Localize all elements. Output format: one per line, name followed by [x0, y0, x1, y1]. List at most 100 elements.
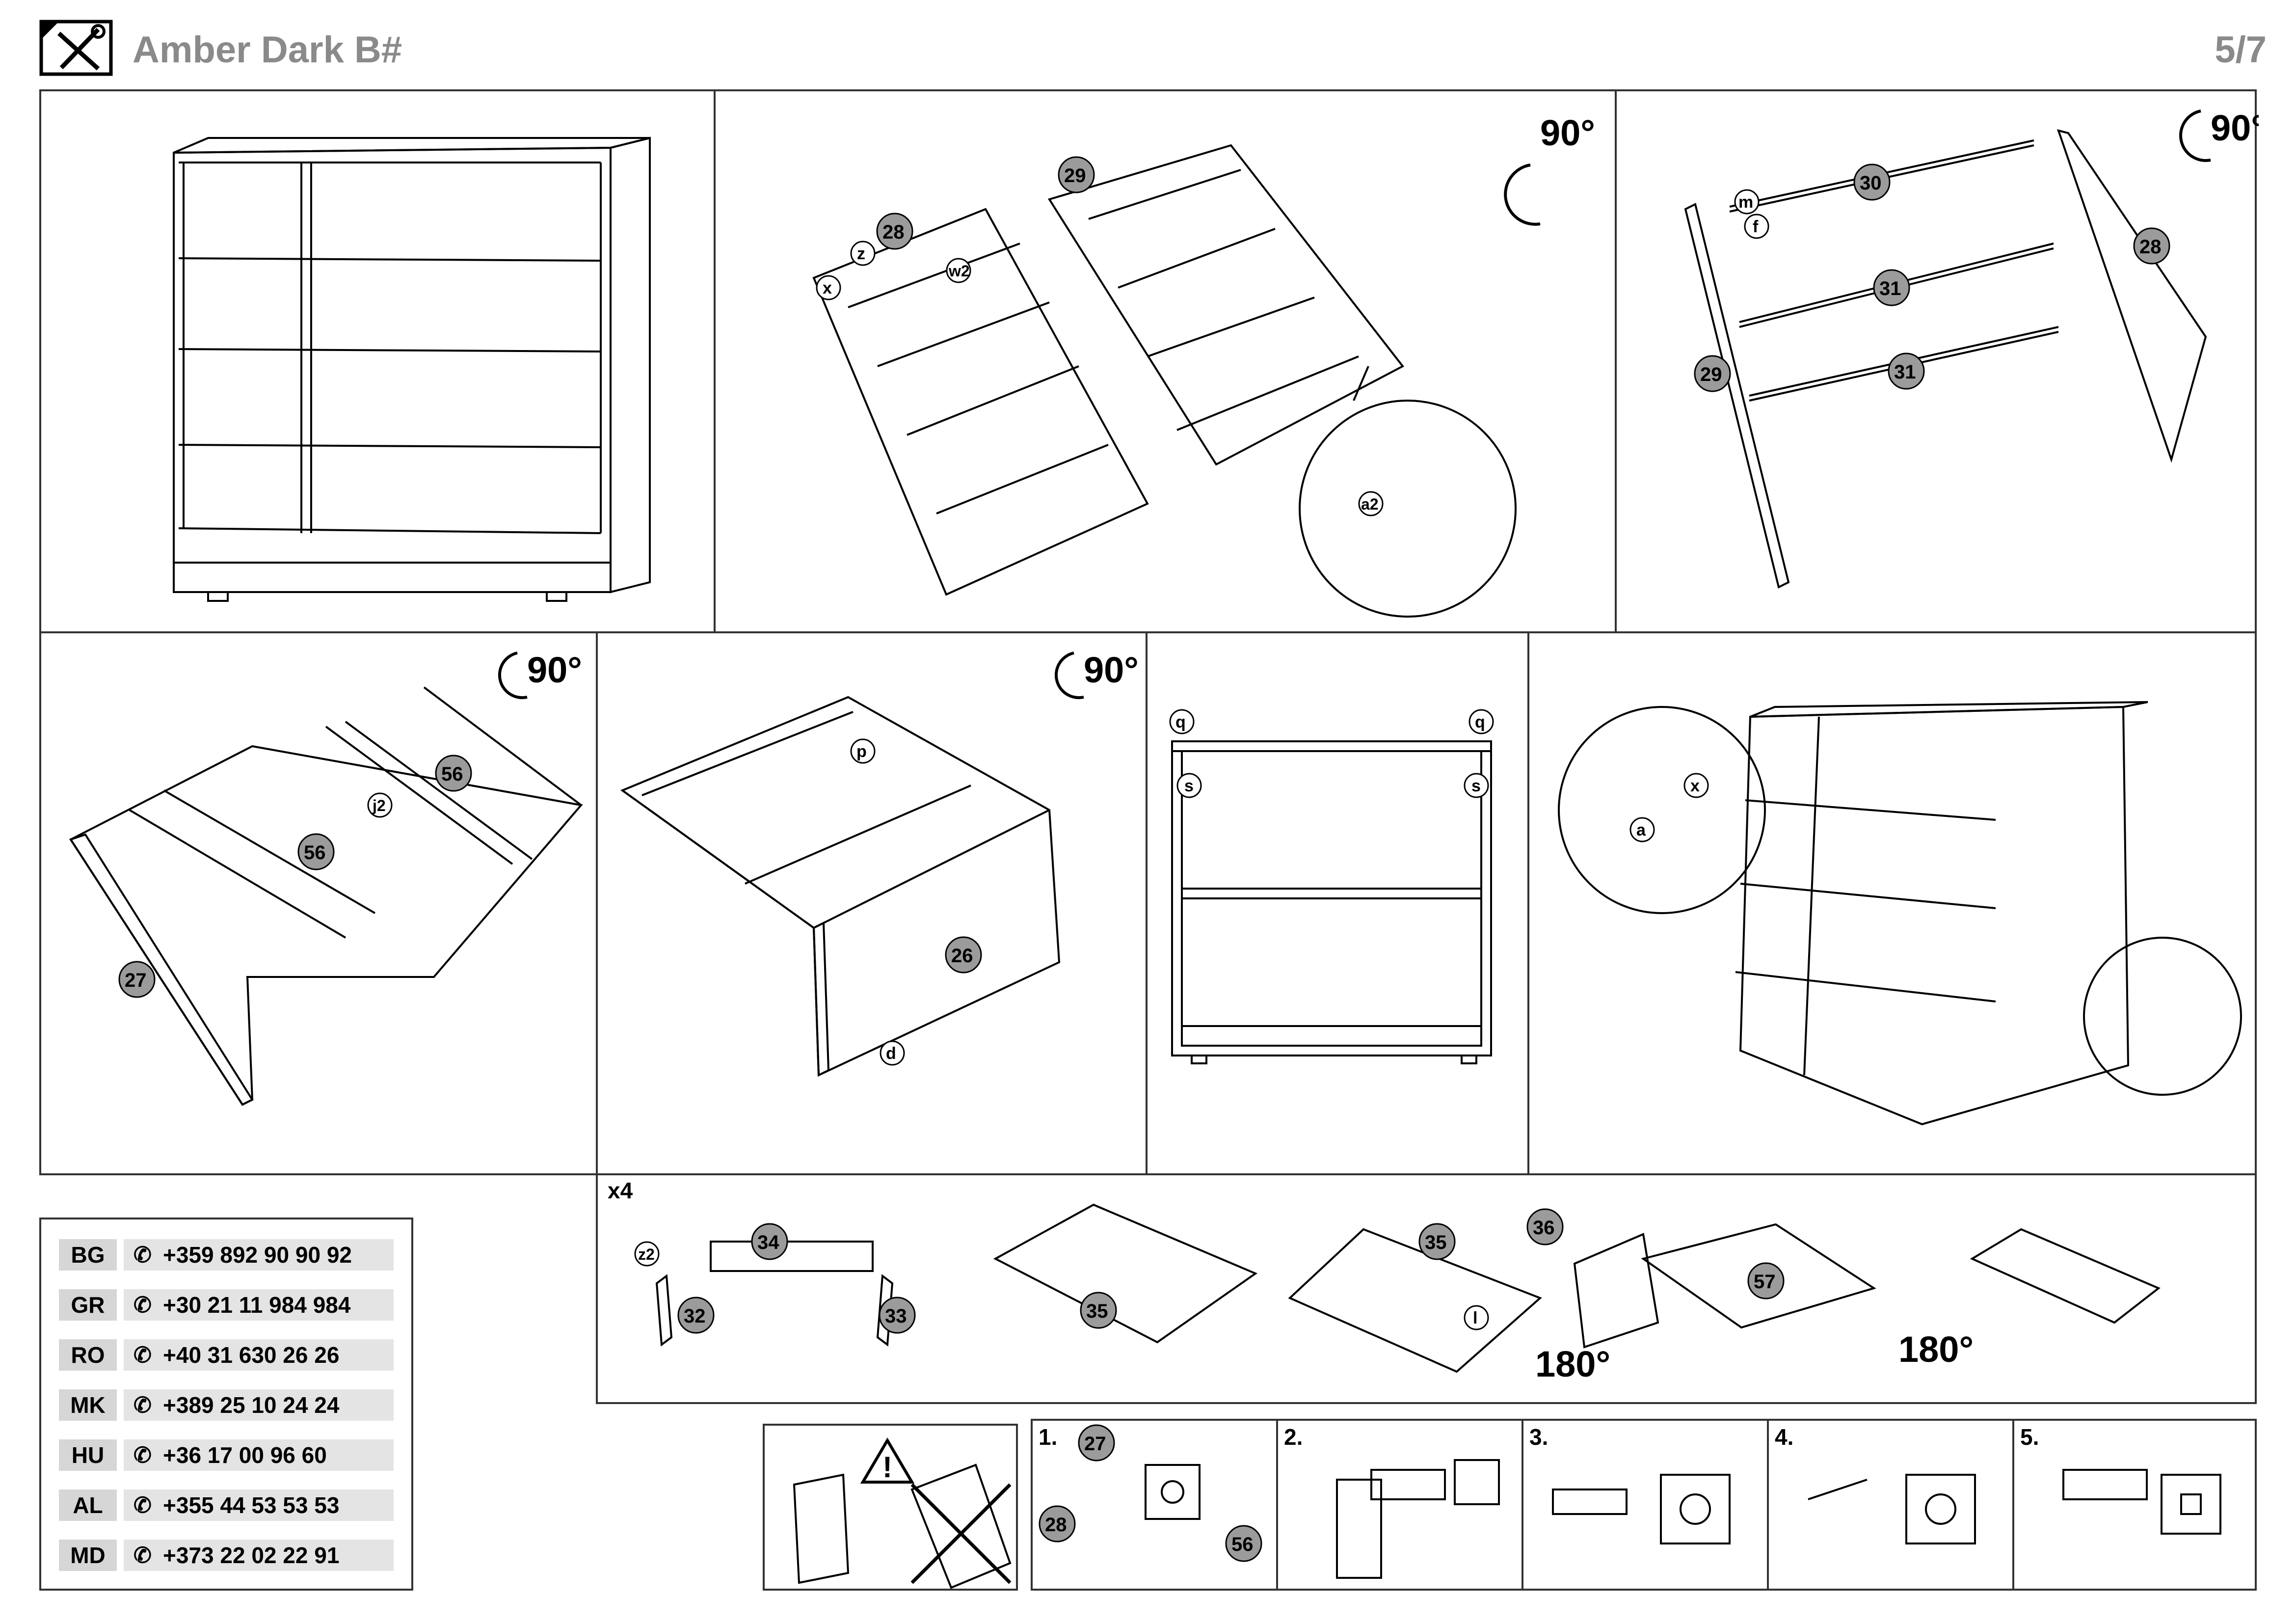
step-number: 4. [1775, 1424, 1794, 1450]
part-28-callout [876, 213, 913, 250]
page-number: 5/7 [2215, 29, 2267, 71]
phone-cell: ✆ +355 44 53 53 53 [124, 1489, 394, 1521]
country-code: MD [59, 1540, 117, 1571]
svg-text:f: f [1753, 217, 1759, 236]
step-number: 5. [2020, 1424, 2039, 1450]
phone-cell: ✆ +40 31 630 26 26 [124, 1339, 394, 1371]
phone-number: +389 25 10 24 24 [163, 1392, 340, 1418]
svg-text:90°: 90° [527, 650, 582, 690]
svg-text:35: 35 [1425, 1232, 1447, 1253]
phone-cell: ✆+36 17 00 96 60 [124, 1439, 394, 1471]
part-36-callout [1526, 1208, 1564, 1245]
svg-text:s: s [1471, 777, 1481, 795]
phone-handset-icon: ✆ [133, 1243, 152, 1267]
phone-cell: ✆+359 892 90 90 92 [124, 1239, 394, 1271]
panel-carcass-front: 90° 26 p d [596, 631, 1148, 1175]
country-code: AL [59, 1489, 117, 1521]
svg-text:p: p [856, 742, 867, 761]
phone-cell: ✆+30 21 11 984 984 [124, 1289, 394, 1321]
panel-frame-assembly: 90° 30 31 31 28 29 m f [1615, 89, 2259, 633]
step-number: 2. [1284, 1424, 1303, 1450]
panel-drawer-assembly: x4 34 32 33 35 35 36 57 z2 l 180° [596, 1173, 2257, 1404]
svg-text:27: 27 [125, 970, 147, 991]
part-34-callout [751, 1223, 788, 1260]
country-code: HU [59, 1439, 117, 1471]
panel-step-5: 5. [2012, 1419, 2257, 1591]
phone-number: +373 22 02 22 91 [163, 1543, 340, 1568]
step-4-drawing [1808, 1474, 1976, 1544]
rotation-180-arrow: 180° 180° [1535, 1329, 1974, 1384]
svg-text:31: 31 [1879, 278, 1901, 299]
svg-text:28: 28 [1045, 1514, 1067, 1536]
phone-handset-icon: ✆ [133, 1543, 152, 1568]
svg-text:s: s [1184, 777, 1194, 795]
contact-row: AL ✆ +355 44 53 53 53 [59, 1489, 394, 1521]
part-31-callout [1888, 352, 1925, 390]
svg-text:q: q [1475, 713, 1485, 731]
phone-number: +40 31 630 26 26 [163, 1342, 340, 1368]
part-26-callout [945, 936, 982, 974]
svg-text:!: ! [882, 1451, 892, 1484]
svg-text:90°: 90° [1084, 650, 1139, 690]
panel-assembled-chest [39, 89, 716, 633]
part-30-callout [1853, 163, 1891, 201]
step-5-drawing [2062, 1469, 2221, 1535]
svg-text:56: 56 [1231, 1534, 1254, 1555]
part-33-callout [879, 1297, 916, 1334]
phone-cell: ✆ +373 22 02 22 91 [124, 1540, 394, 1571]
panel-carcass-top: 90° 56 56 27 j2 [39, 631, 598, 1175]
phone-handset-icon: ✆ [133, 1393, 152, 1417]
panel-step-1: 1. 27 28 56 [1031, 1419, 1278, 1591]
panel-warning: ! [763, 1424, 1018, 1591]
phone-handset-icon: ✆ [133, 1293, 152, 1317]
svg-text:29: 29 [1064, 165, 1086, 187]
part-57-callout [1747, 1262, 1785, 1299]
country-code: MK [59, 1389, 117, 1421]
svg-text:26: 26 [951, 945, 973, 967]
svg-text:31: 31 [1894, 361, 1916, 383]
phone-handset-icon: ✆ [133, 1343, 152, 1367]
svg-text:56: 56 [304, 842, 326, 864]
svg-text:q: q [1175, 713, 1186, 731]
svg-text:90°: 90° [2211, 108, 2259, 148]
phone-handset-icon: ✆ [133, 1443, 152, 1467]
step-2-drawing [1336, 1459, 1500, 1579]
panel-drawers-inserted: x a [1527, 631, 2257, 1175]
carcass-front-drawing: 90° 26 p d [620, 650, 1139, 1077]
part-56-callout [435, 755, 472, 792]
phone-number: +355 44 53 53 53 [163, 1492, 340, 1518]
part-31-callout [1873, 269, 1910, 306]
svg-text:d: d [886, 1044, 896, 1063]
svg-text:34: 34 [757, 1232, 779, 1253]
rotation-90-arrow: 90° [498, 650, 582, 700]
part-35-callout [1418, 1223, 1456, 1260]
step-1-drawing: 27 28 56 [1039, 1424, 1262, 1562]
frame-front-drawing: q q s s [1169, 709, 1494, 1064]
panel-step-2: 2. [1276, 1419, 1523, 1591]
part-27-callout [118, 961, 156, 998]
carcass-top-drawing: 90° 56 56 27 j2 [69, 650, 583, 1106]
warning-triangle-icon: ! [860, 1437, 915, 1484]
svg-text:180°: 180° [1535, 1344, 1610, 1384]
svg-text:j2: j2 [372, 797, 386, 814]
svg-text:l: l [1473, 1309, 1477, 1327]
country-code: GR [59, 1289, 117, 1321]
rotation-90-label: 90° [1540, 112, 1595, 153]
svg-text:33: 33 [885, 1305, 907, 1327]
svg-text:29: 29 [1700, 364, 1722, 385]
step-number: 1. [1039, 1424, 1058, 1450]
step-3-drawing [1552, 1474, 1731, 1544]
rotation-90-arrow: 90° [1054, 650, 1139, 700]
part-28-callout [2133, 227, 2170, 265]
hardware-z-callout [850, 241, 876, 266]
drawer-assembly-drawing: 34 32 33 35 35 36 57 z2 l 180° 180° [634, 1203, 2161, 1384]
svg-text:m: m [1738, 193, 1753, 212]
tools-icon [39, 20, 113, 76]
phone-handset-icon: ✆ [133, 1493, 152, 1517]
svg-text:z: z [857, 244, 865, 263]
svg-text:32: 32 [684, 1305, 706, 1327]
svg-text:36: 36 [1533, 1217, 1555, 1239]
contact-row: MD ✆ +373 22 02 22 91 [59, 1540, 394, 1571]
side-runners-drawing: 90° 28 29 z x w2 a2 [812, 112, 1595, 618]
svg-text:z2: z2 [638, 1245, 655, 1263]
